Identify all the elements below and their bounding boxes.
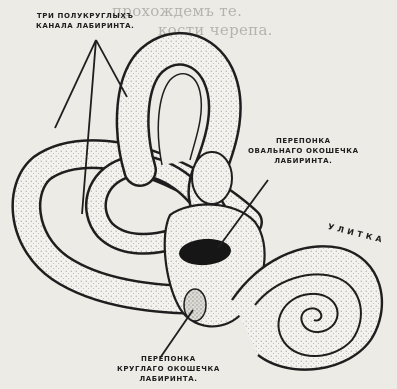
round-window-membrane xyxy=(184,289,206,321)
round-window-pointer-line xyxy=(160,310,193,358)
oval-window-caption: ПЕРЕПОНКА ОВАЛЬНАГО ОКОШЕЧКА ЛАБИРИНТА. xyxy=(248,136,359,166)
ampulla xyxy=(192,152,232,204)
caption-line: ТРИ ПОЛУКРУГЛЫХЪ xyxy=(36,11,134,21)
caption-line: ЛАБИРИНТА. xyxy=(248,156,359,166)
caption-line: ПЕРЕПОНКА xyxy=(248,136,359,146)
caption-line: КРУГЛАГО ОКОШЕЧКА xyxy=(117,364,220,374)
caption-line: ЛАБИРИНТА. xyxy=(117,374,220,384)
caption-line: ОВАЛЬНАГО ОКОШЕЧКА xyxy=(248,146,359,156)
caption-line: КАНАЛА ЛАБИРИНТА. xyxy=(36,21,134,31)
caption-line: ПЕРЕПОНКА xyxy=(117,354,220,364)
canals-caption: ТРИ ПОЛУКРУГЛЫХЪ КАНАЛА ЛАБИРИНТА. xyxy=(36,11,134,31)
round-window-caption: ПЕРЕПОНКА КРУГЛАГО ОКОШЕЧКА ЛАБИРИНТА. xyxy=(117,354,220,384)
